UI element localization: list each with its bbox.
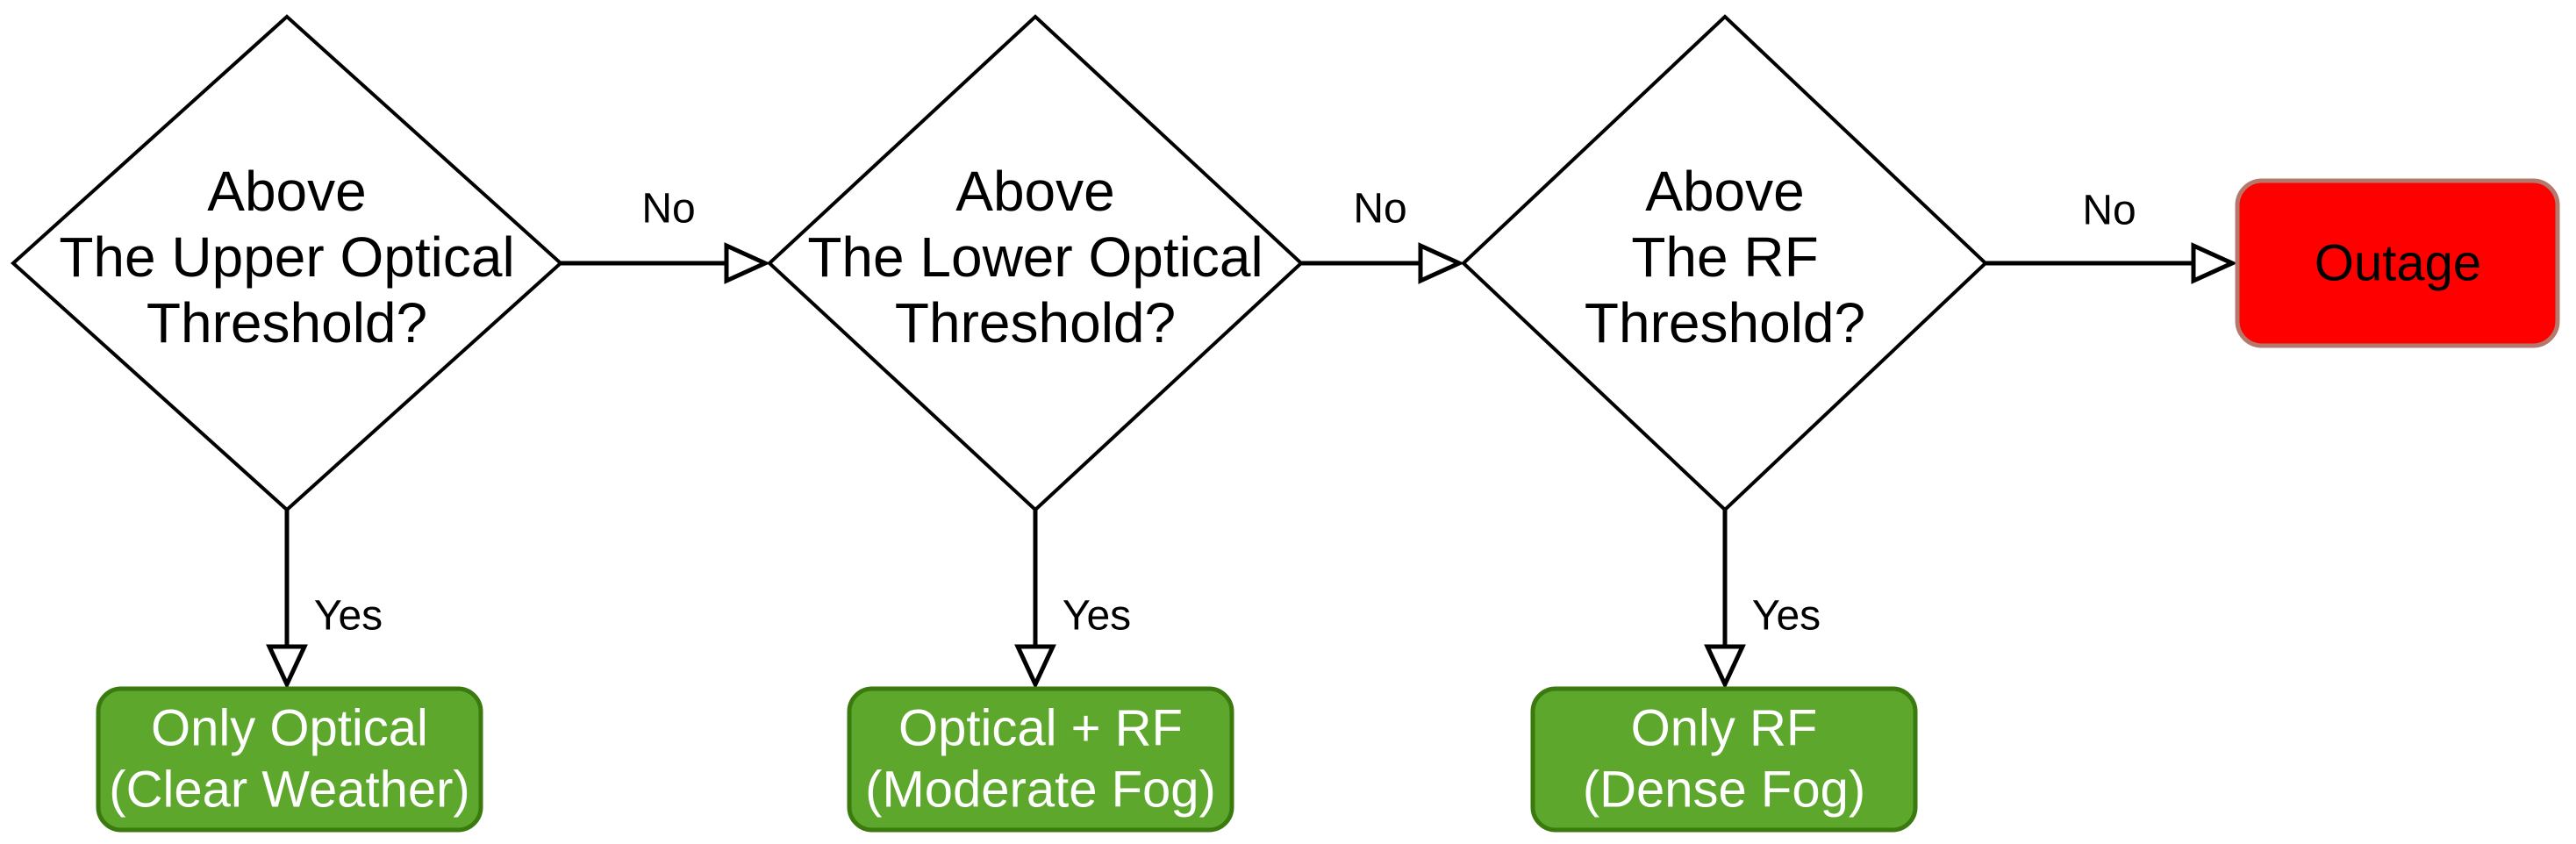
edge-yes-3: Yes <box>1704 510 1821 690</box>
edge-label-yes: Yes <box>1752 593 1821 640</box>
outcome-label-line: Only Optical <box>151 700 428 757</box>
outcome-optical-plus-rf: Optical + RF (Moderate Fog) <box>847 686 1234 833</box>
open-arrowhead-right-icon <box>1418 242 1465 284</box>
decision-diamond <box>1461 14 1988 512</box>
edge-yes-2: Yes <box>1014 510 1131 690</box>
edge-no-2: No <box>1301 186 1465 284</box>
decision-label-line: The RF <box>1631 225 1818 289</box>
outcome-label-line: (Moderate Fog) <box>865 762 1216 819</box>
outcome-box <box>1530 686 1918 833</box>
open-arrowhead-right-icon <box>724 242 771 284</box>
decision-label-line: Above <box>1645 160 1804 223</box>
decision-upper-optical-threshold: Above The Upper Optical Threshold? <box>11 14 563 512</box>
open-arrowhead-right-icon <box>2191 242 2238 284</box>
outcome-label-line: (Dense Fog) <box>1583 762 1865 819</box>
outcome-label-line: Only RF <box>1631 700 1818 757</box>
edge-label-no: No <box>1353 186 1406 232</box>
decision-label-line: Threshold? <box>895 291 1176 354</box>
outage-box <box>2235 178 2560 348</box>
decision-label-line: The Upper Optical <box>59 225 514 289</box>
edge-label-yes: Yes <box>314 593 383 640</box>
outcome-outage: Outage <box>2235 178 2560 348</box>
open-arrowhead-down-icon <box>266 644 308 690</box>
outcome-only-rf: Only RF (Dense Fog) <box>1530 686 1918 833</box>
decision-label-line: Threshold? <box>147 291 427 354</box>
decision-label-line: The Lower Optical <box>807 225 1263 289</box>
outcome-box <box>847 686 1234 833</box>
outcome-label-line: Optical + RF <box>898 700 1183 757</box>
outcome-label-line: (Clear Weather) <box>109 762 470 819</box>
outage-label: Outage <box>2315 235 2481 292</box>
edge-no-1: No <box>561 186 771 284</box>
edge-label-no: No <box>2082 188 2136 234</box>
open-arrowhead-down-icon <box>1014 644 1056 690</box>
decision-label-line: Above <box>207 160 366 223</box>
edge-label-yes: Yes <box>1063 593 1131 640</box>
open-arrowhead-down-icon <box>1704 644 1746 690</box>
edge-yes-1: Yes <box>266 510 383 690</box>
edge-no-3: No <box>1986 188 2238 284</box>
outcome-box <box>96 686 483 833</box>
outcome-only-optical: Only Optical (Clear Weather) <box>96 686 483 833</box>
edge-label-no: No <box>641 186 695 232</box>
decision-label-line: Above <box>955 160 1114 223</box>
decision-diamond <box>11 14 563 512</box>
decision-diamond <box>767 14 1304 512</box>
decision-label-line: Threshold? <box>1585 291 1865 354</box>
decision-rf-threshold: Above The RF Threshold? <box>1461 14 1988 512</box>
decision-lower-optical-threshold: Above The Lower Optical Threshold? <box>767 14 1304 512</box>
